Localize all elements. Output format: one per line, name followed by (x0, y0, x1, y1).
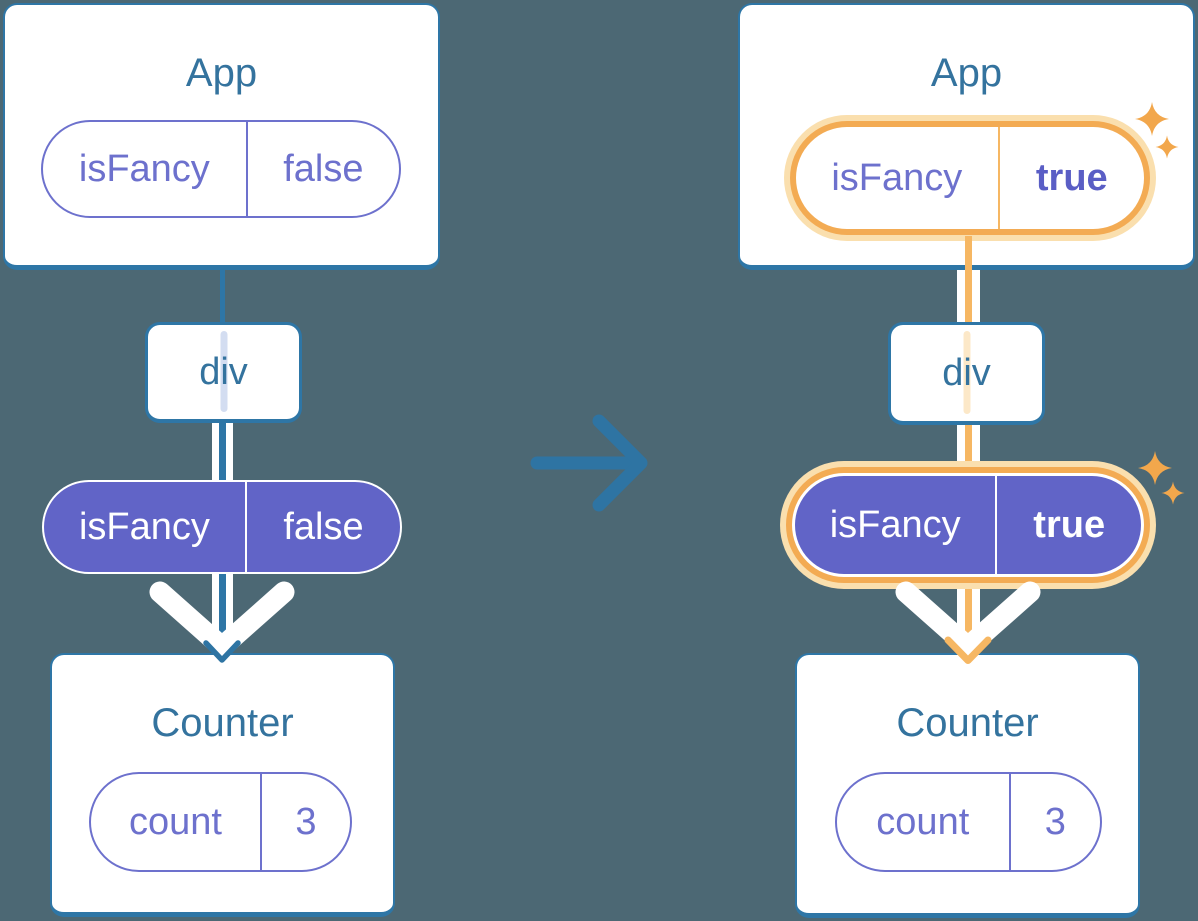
prop-name: isFancy (795, 476, 998, 574)
prop-thru-line (220, 331, 227, 412)
prop-pipe (956, 586, 965, 638)
prop-pipe (212, 572, 219, 640)
prop-pill-isfancy-right-highlight: isFancy true (780, 461, 1156, 589)
prop-pipe (212, 422, 219, 482)
prop-name: isFancy (44, 482, 247, 572)
state-pill-isfancy-right-highlight: isFancy true (784, 115, 1156, 241)
transition-arrow-icon (530, 414, 648, 512)
state-pill-isfancy-left: isFancy false (41, 120, 401, 218)
prop-pipe (225, 422, 233, 482)
state-pill-count-left: count 3 (89, 772, 352, 872)
counter-card-left: Counter count 3 (50, 653, 395, 917)
prop-pipe (971, 268, 980, 324)
prop-pipe (971, 586, 980, 638)
prop-pill-isfancy-right: isFancy true (795, 476, 1141, 574)
state-flow-line (964, 236, 972, 270)
prop-pipe-core (964, 268, 972, 324)
state-value: true (1035, 156, 1108, 199)
prop-pipe (225, 572, 233, 640)
sparkle-icon (1138, 451, 1172, 485)
component-title: App (930, 51, 1003, 95)
state-name: isFancy (796, 127, 1000, 229)
state-pill-isfancy-right: isFancy true (796, 127, 1144, 229)
app-card-right: App isFancy true (738, 3, 1195, 270)
prop-thru-line (963, 331, 970, 414)
tree-edge (219, 268, 225, 324)
state-pill-count-right: count 3 (835, 772, 1102, 872)
highlight-ring: isFancy true (790, 121, 1150, 235)
component-title: App (185, 51, 258, 95)
div-label: div (199, 350, 248, 393)
counter-card-right: Counter count 3 (795, 653, 1140, 918)
prop-pipe-core (219, 422, 226, 482)
highlight-ring-gap: isFancy true (792, 473, 1144, 577)
prop-pipe-core (964, 424, 972, 470)
component-title: Counter (896, 701, 1039, 745)
prop-pipe (956, 424, 965, 470)
prop-pipe-core (219, 572, 226, 650)
div-label: div (942, 351, 991, 394)
component-title: Counter (151, 701, 294, 745)
app-card-left: App isFancy false (3, 3, 440, 270)
div-node-left: div (145, 322, 302, 423)
state-value: false (283, 147, 364, 190)
sparkle-icon (1161, 481, 1185, 505)
state-name: count (837, 774, 1011, 870)
state-value: 3 (1044, 800, 1066, 843)
prop-pill-isfancy-left: isFancy false (42, 480, 402, 574)
prop-pipe (956, 268, 965, 324)
div-node-right: div (888, 322, 1045, 425)
state-name: isFancy (43, 122, 248, 216)
prop-value: false (283, 505, 364, 548)
state-value: 3 (295, 800, 317, 843)
state-name: count (91, 774, 262, 870)
highlight-ring: isFancy true (786, 467, 1150, 583)
prop-pipe-core (964, 586, 972, 649)
prop-pipe (971, 424, 980, 470)
prop-value: true (1033, 503, 1106, 546)
